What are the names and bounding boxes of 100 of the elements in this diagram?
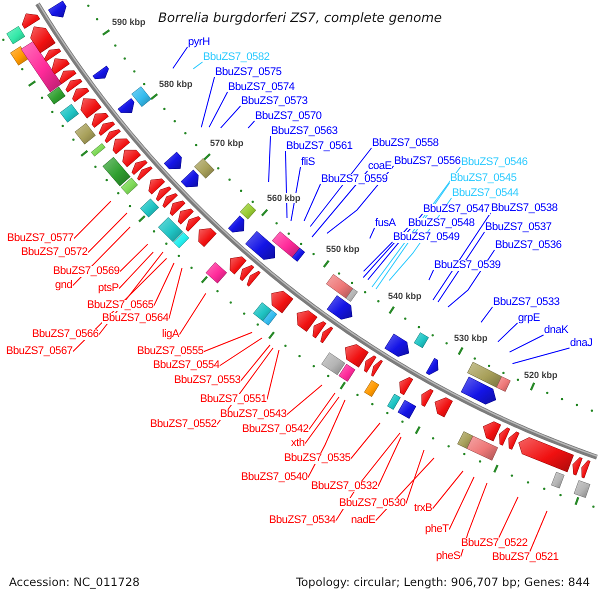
- tick-label: 580 kbp: [159, 79, 193, 89]
- gene-label: BbuZS7_0567: [6, 346, 72, 357]
- leader-line: [480, 306, 493, 323]
- gene-label: BbuZS7_0572: [21, 247, 88, 258]
- gene-label: BbuZS7_0573: [241, 96, 308, 107]
- gene-label: pyrH: [188, 37, 210, 48]
- gene-label: dnaJ: [570, 338, 592, 349]
- leader-line: [268, 136, 271, 182]
- gene-label: ptsP: [98, 283, 119, 294]
- leader-line: [497, 322, 518, 342]
- gene-label: BbuZS7_0564: [102, 313, 168, 324]
- gene-label: BbuZS7_0543: [220, 409, 286, 420]
- gene-label: BbuZS7_0545: [450, 173, 516, 184]
- gene-label: pheS: [436, 551, 460, 562]
- leader-line: [120, 244, 148, 272]
- leader-line: [304, 396, 340, 444]
- gene-label: coaE: [368, 161, 392, 172]
- gene-label: BbuZS7_0544: [452, 188, 518, 199]
- gene-label: BbuZS7_0559: [321, 174, 388, 185]
- gene-label: BbuZS7_0522: [461, 538, 528, 549]
- leader-line: [286, 384, 322, 415]
- leader-line: [406, 450, 424, 504]
- gene-label: BbuZS7_0566: [32, 329, 98, 340]
- tick-label: 540 kbp: [388, 291, 422, 301]
- leader-line: [304, 184, 321, 222]
- leader-line: [432, 212, 491, 300]
- gene-label: xth: [291, 438, 305, 449]
- gene-label: BbuZS7_0554: [153, 360, 220, 371]
- gene-label: BbuZS7_0546: [461, 157, 528, 168]
- leader-line: [529, 510, 548, 552]
- leader-line: [310, 148, 372, 227]
- leader-line: [248, 120, 255, 129]
- leader-line: [240, 344, 270, 381]
- gene-label: nadE: [351, 515, 376, 526]
- gene-label: BbuZS7_0533: [493, 297, 560, 308]
- gene-label: BbuZS7_0534: [269, 515, 336, 526]
- leader-line: [432, 470, 464, 509]
- leader-line: [220, 338, 262, 366]
- leader-line: [308, 392, 336, 430]
- gene-label: BbuZS7_0569: [53, 266, 120, 277]
- gene-label: BbuZS7_0565: [87, 300, 154, 311]
- leader-line: [369, 228, 375, 239]
- tick-label: 530 kbp: [454, 333, 488, 343]
- gene-label: BbuZS7_0538: [491, 203, 558, 214]
- leader-line: [200, 76, 215, 128]
- leader-line: [266, 350, 280, 400]
- gene-label: ligA: [162, 329, 179, 340]
- leader-line: [208, 92, 228, 128]
- tick-label: 520 kbp: [524, 370, 558, 380]
- leader-line: [192, 62, 203, 70]
- leader-line: [172, 46, 188, 69]
- gene-label: BbuZS7_0563: [271, 126, 338, 137]
- gene-label: BbuZS7_0552: [150, 419, 216, 430]
- leader-line: [438, 232, 485, 302]
- gene-label: BbuZS7_0547: [423, 204, 490, 215]
- gene-label: grpE: [518, 313, 540, 324]
- title: Borrelia burgdorferi ZS7, complete genome: [158, 11, 442, 26]
- footer-text: Topology: circular; Length: 906,707 bp; Genes: 844: [296, 575, 590, 589]
- leader-line: [74, 200, 112, 239]
- gene-label: trxB: [414, 503, 432, 514]
- leader-line: [220, 106, 241, 128]
- gene-label: BbuZS7_0548: [408, 218, 474, 229]
- leader-line: [168, 268, 182, 319]
- gene-label: BbuZS7_0553: [174, 375, 240, 386]
- gene-label: BbuZS7_0551: [200, 394, 266, 405]
- leader-line: [448, 476, 474, 530]
- leader-line: [88, 212, 128, 253]
- gene-label: BbuZS7_0556: [394, 156, 460, 167]
- gene-label: BbuZS7_0530: [339, 498, 406, 509]
- leader-line: [350, 422, 380, 459]
- gene-label: BbuZS7_0574: [228, 82, 294, 93]
- gene-label: fliS: [301, 157, 315, 168]
- footer-text: Accession: NC_011728: [9, 575, 140, 589]
- leader-line: [509, 334, 544, 353]
- tick-label: 590 kbp: [112, 17, 146, 27]
- gene-label: pheT: [425, 524, 449, 535]
- gene-label: BbuZS7_0561: [286, 141, 352, 152]
- leader-line: [179, 292, 206, 335]
- gene-label: BbuZS7_0532: [311, 481, 378, 492]
- leader-line: [204, 332, 253, 352]
- gene-label: BbuZS7_0577: [7, 233, 74, 244]
- leader-line: [378, 436, 402, 487]
- leader-line: [308, 400, 346, 478]
- leader-line: [512, 348, 570, 364]
- gene-label: BbuZS7_0570: [255, 111, 322, 122]
- tick-label: 560 kbp: [267, 193, 301, 203]
- leader-line: [154, 262, 174, 306]
- gene-label: BbuZS7_0555: [137, 346, 204, 357]
- leader-line: [363, 242, 393, 272]
- gene-label: gnd: [55, 280, 72, 291]
- gene-label: dnaK: [544, 325, 568, 336]
- gene-label: BbuZS7_0539: [434, 260, 500, 271]
- leader-line: [118, 252, 154, 289]
- gene-label: BbuZS7_0575: [215, 67, 282, 78]
- gene-label: BbuZS7_0558: [372, 138, 438, 149]
- gene-label: BbuZS7_0535: [284, 453, 350, 464]
- tick-label: 570 kbp: [210, 138, 244, 148]
- leader-line: [498, 496, 518, 538]
- gene-label: BbuZS7_0521: [492, 552, 558, 563]
- gene-label: BbuZS7_0549: [393, 232, 460, 243]
